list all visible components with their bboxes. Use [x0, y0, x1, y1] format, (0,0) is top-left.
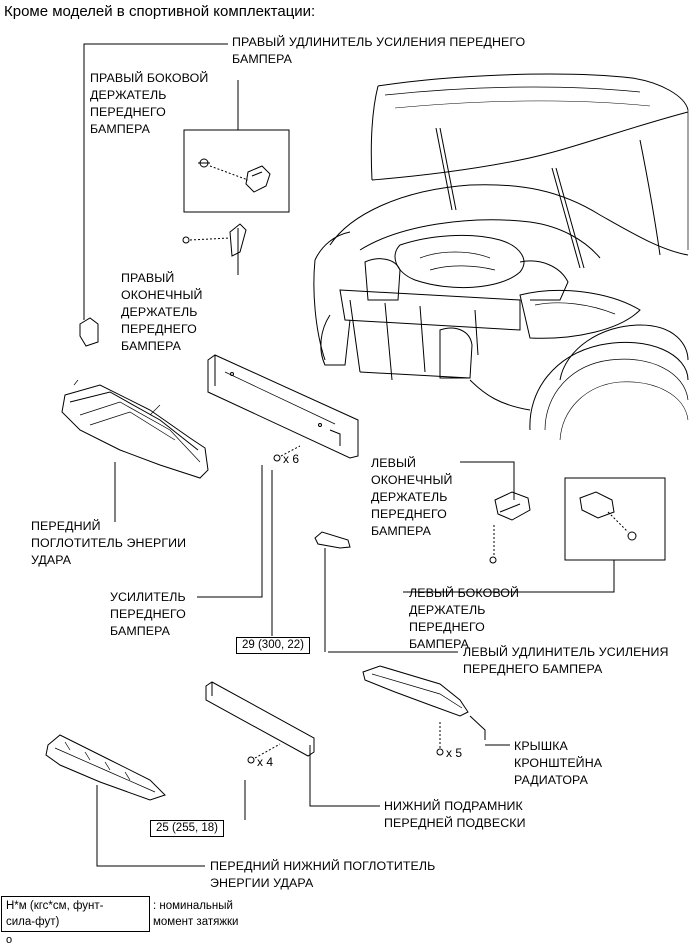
label-bumper-reinforcement: УСИЛИТЕЛЬ ПЕРЕДНЕГО БАМПЕРА [110, 590, 186, 638]
radiator-cover-part [362, 665, 469, 756]
label-left-extension: ЛЕВЫЙ УДЛИНИТЕЛЬ УСИЛЕНИЯ ПЕРЕДНЕГО БАМП… [463, 645, 669, 676]
torque-box-subframe: 25 (255, 18) [150, 820, 224, 837]
left-extension-part [314, 531, 351, 549]
label-right-extension: ПРАВЫЙ УДЛИНИТЕЛЬ УСИЛЕНИЯ ПЕРЕДНЕГО БАМ… [232, 35, 526, 66]
right-extension-part [79, 317, 99, 347]
left-end-retainer-part [489, 491, 531, 564]
leader-lines [83, 43, 615, 867]
left-side-retainer-frame [564, 477, 666, 561]
quantity-subframe-bolts: x 4 [257, 755, 274, 769]
front-absorber-part [61, 379, 209, 479]
quantity-reinforcement-bolts: x 6 [283, 452, 300, 466]
legend-box: Н*м (кгс*см, фунт- сила-фут) [1, 896, 150, 932]
page-title: Кроме моделей в спортивной комплектации: [4, 3, 316, 20]
label-right-end-retainer: ПРАВЫЙ ОКОНЕЧНЫЙ ДЕРЖАТЕЛЬ ПЕРЕДНЕГО БАМ… [121, 271, 203, 353]
right-side-retainer-part [198, 158, 271, 193]
label-right-side-retainer: ПРАВЫЙ БОКОВОЙ ДЕРЖАТЕЛЬ ПЕРЕДНЕГО БАМПЕ… [90, 71, 209, 136]
label-front-absorber: ПЕРЕДНИЙ ПОГЛОТИТЕЛЬ ЭНЕРГИИ УДАРА [31, 519, 187, 567]
left-side-retainer-part [579, 491, 637, 541]
corner-mark: o [6, 934, 13, 946]
torque-box-reinforcement: 29 (300, 22) [236, 637, 310, 654]
label-lower-subframe: НИЖНИЙ ПОДРАМНИК ПЕРЕДНЕЙ ПОДВЕСКИ [384, 799, 526, 830]
lower-absorber-part [45, 734, 166, 801]
right-side-retainer-frame [183, 129, 290, 213]
quantity-radiator-cover-clips: x 5 [446, 746, 463, 760]
car-illustration [313, 73, 689, 441]
label-radiator-cover: КРЫШКА КРОНШТЕЙНА РАДИАТОРА [514, 739, 603, 787]
lower-subframe-part [205, 681, 315, 764]
label-left-side-retainer: ЛЕВЫЙ БОКОВОЙ ДЕРЖАТЕЛЬ ПЕРЕДНЕГО БАМПЕР… [409, 586, 520, 651]
right-end-retainer-part [182, 223, 247, 257]
label-lower-absorber: ПЕРЕДНИЙ НИЖНИЙ ПОГЛОТИТЕЛЬ ЭНЕРГИИ УДАР… [210, 859, 436, 890]
legend-text: : номинальный момент затяжки [153, 900, 239, 928]
bumper-reinforcement-part [207, 354, 359, 462]
label-left-end-retainer: ЛЕВЫЙ ОКОНЕЧНЫЙ ДЕРЖАТЕЛЬ ПЕРЕДНЕГО БАМП… [371, 456, 453, 538]
